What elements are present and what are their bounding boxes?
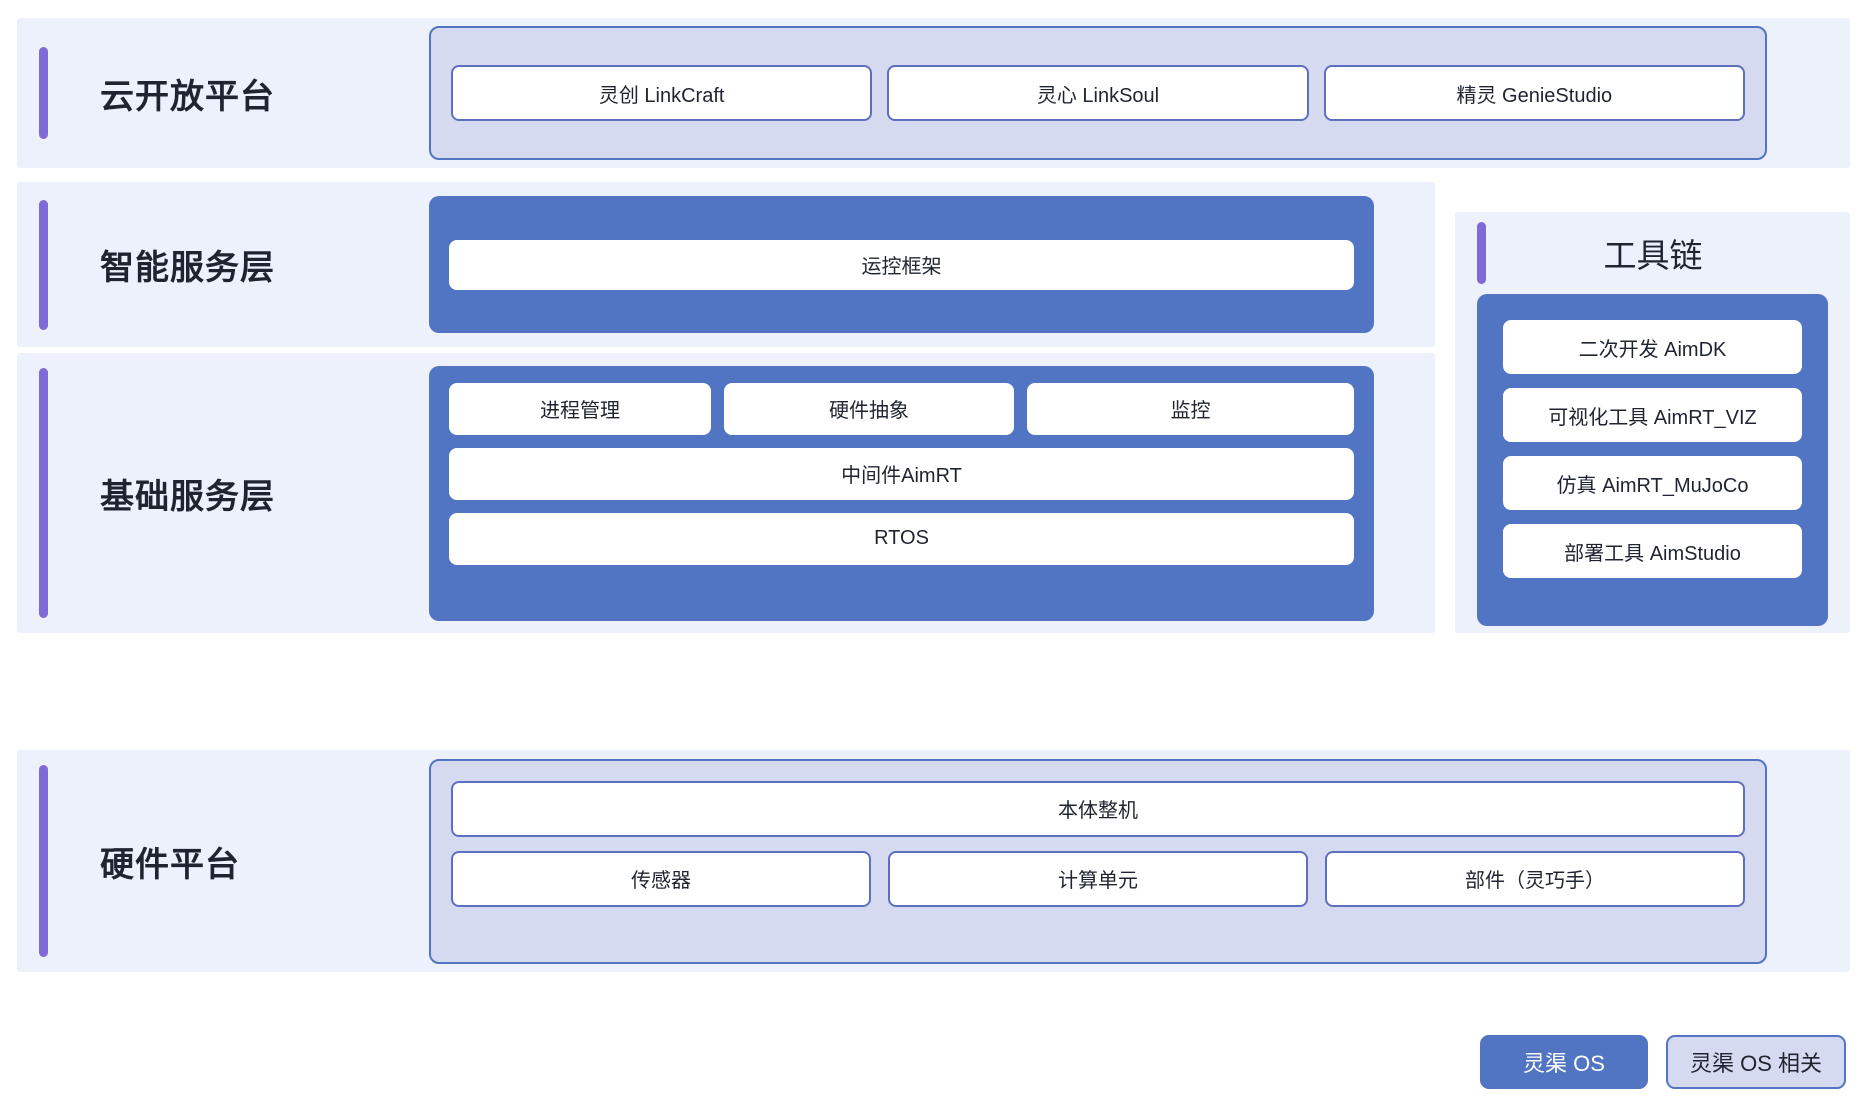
panel-base: 进程管理 硬件抽象 监控 中间件AimRT RTOS <box>429 365 1374 621</box>
card-aimrt-viz[interactable]: 可视化工具 AimRT_VIZ <box>1503 388 1802 442</box>
legend-chip-os: 灵渠 OS <box>1479 1035 1648 1089</box>
accent-bar-icon <box>1477 222 1486 284</box>
layer-band-base: 基础服务层 进程管理 硬件抽象 监控 中间件AimRT RTOS <box>17 353 1435 633</box>
panel-cloud: 灵创 LinkCraft 灵心 LinkSoul 精灵 GenieStudio <box>429 26 1767 160</box>
layer-title-zone-base: 基础服务层 <box>17 368 429 618</box>
layer-band-service: 智能服务层 运控框架 <box>17 182 1435 347</box>
accent-bar-icon <box>39 368 48 618</box>
accent-bar-icon <box>39 199 48 330</box>
toolchain-band: 工具链 二次开发 AimDK 可视化工具 AimRT_VIZ 仿真 AimRT_… <box>1455 212 1850 633</box>
accent-bar-icon <box>39 765 48 957</box>
layer-title-base: 基础服务层 <box>100 477 275 516</box>
card-aimdk[interactable]: 二次开发 AimDK <box>1503 320 1802 374</box>
card-monitoring[interactable]: 监控 <box>1027 382 1354 435</box>
card-geniestudio[interactable]: 精灵 GenieStudio <box>1323 65 1745 121</box>
toolchain-header: 工具链 <box>1455 212 1850 294</box>
card-row-cloud: 灵创 LinkCraft 灵心 LinkSoul 精灵 GenieStudio <box>451 65 1745 121</box>
card-compute-unit[interactable]: 计算单元 <box>888 850 1308 907</box>
card-row-hardware-bottom: 传感器 计算单元 部件（灵巧手） <box>451 850 1745 907</box>
card-rtos[interactable]: RTOS <box>449 512 1354 565</box>
layer-band-hardware: 硬件平台 本体整机 传感器 计算单元 部件（灵巧手） <box>17 750 1850 972</box>
card-hardware-abstraction[interactable]: 硬件抽象 <box>724 382 1014 435</box>
card-process-management[interactable]: 进程管理 <box>449 382 711 435</box>
card-row-base-top: 进程管理 硬件抽象 监控 <box>449 382 1354 435</box>
layer-title-zone-cloud: 云开放平台 <box>17 47 429 139</box>
accent-bar-icon <box>39 47 48 139</box>
card-motion-control-framework[interactable]: 运控框架 <box>449 239 1354 290</box>
legend-chip-os-related: 灵渠 OS 相关 <box>1665 1035 1846 1089</box>
card-linksoul[interactable]: 灵心 LinkSoul <box>887 65 1309 121</box>
layer-band-cloud: 云开放平台 灵创 LinkCraft 灵心 LinkSoul 精灵 GenieS… <box>17 18 1850 168</box>
legend: 灵渠 OS 灵渠 OS 相关 <box>1479 1035 1846 1089</box>
card-middleware-aimrt[interactable]: 中间件AimRT <box>449 447 1354 500</box>
card-linkcraft[interactable]: 灵创 LinkCraft <box>451 65 873 121</box>
layer-title-hardware: 硬件平台 <box>100 845 240 884</box>
layer-title-zone-service: 智能服务层 <box>17 199 429 330</box>
card-aimrt-mujoco[interactable]: 仿真 AimRT_MuJoCo <box>1503 456 1802 510</box>
layer-title-cloud: 云开放平台 <box>100 77 275 116</box>
layer-title-zone-hardware: 硬件平台 <box>17 765 429 957</box>
panel-service: 运控框架 <box>429 196 1374 333</box>
panel-hardware: 本体整机 传感器 计算单元 部件（灵巧手） <box>429 758 1767 964</box>
panel-toolchain: 二次开发 AimDK 可视化工具 AimRT_VIZ 仿真 AimRT_MuJo… <box>1477 294 1828 626</box>
card-components-dexterous-hand[interactable]: 部件（灵巧手） <box>1325 850 1745 907</box>
card-main-body[interactable]: 本体整机 <box>451 780 1745 837</box>
card-aimstudio[interactable]: 部署工具 AimStudio <box>1503 524 1802 578</box>
card-sensors[interactable]: 传感器 <box>451 850 871 907</box>
layer-title-service: 智能服务层 <box>100 249 275 287</box>
toolchain-title: 工具链 <box>1603 237 1703 274</box>
